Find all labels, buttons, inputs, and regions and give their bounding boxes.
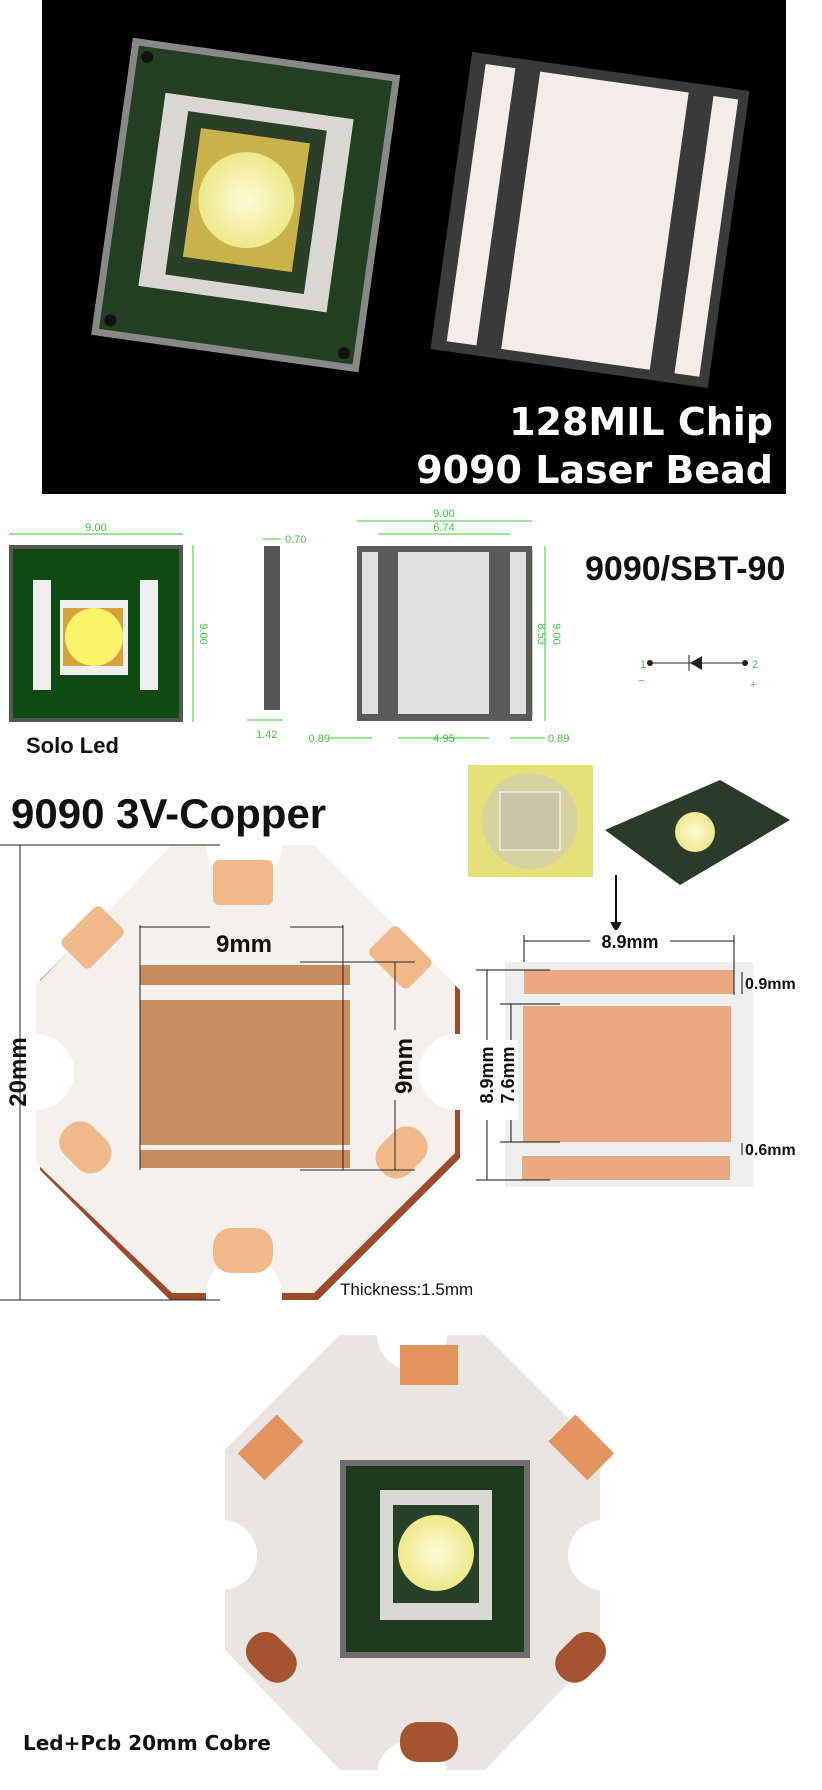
dim-back-width: 9.00 bbox=[433, 508, 454, 520]
led-photo-back bbox=[430, 51, 750, 389]
dim-back-center: 4.95 bbox=[433, 733, 454, 745]
dim-back-left: 0.89 bbox=[309, 733, 330, 745]
copper-height-label: 9mm bbox=[391, 1038, 418, 1094]
led-photo-front bbox=[91, 37, 401, 373]
dim-side-base: 1.42 bbox=[256, 729, 277, 741]
dim-back-inner: 6.74 bbox=[433, 522, 454, 534]
hero-line2: 9090 Laser Bead bbox=[416, 448, 773, 492]
dim-back-height: 9.00 bbox=[550, 623, 562, 644]
bottom-caption: Led+Pcb 20mm Cobre bbox=[23, 1731, 271, 1755]
model-label: 9090/SBT-90 bbox=[585, 550, 785, 588]
dim-front-height: 9.00 bbox=[197, 623, 209, 644]
led-on-pcb-photo bbox=[187, 1300, 638, 1790]
technical-drawing bbox=[9, 520, 748, 739]
pin2-label: 2 bbox=[752, 659, 758, 671]
hero-line1: 128MIL Chip bbox=[509, 400, 773, 444]
pad-height-label: 8.9mm bbox=[477, 1046, 497, 1103]
front-view-label: Solo Led bbox=[26, 733, 119, 758]
pin1-sign: − bbox=[638, 675, 644, 687]
hero-panel: 128MIL Chip 9090 Laser Bead bbox=[42, 0, 786, 494]
top-pad-label: 0.9mm bbox=[745, 976, 796, 993]
dim-back-right: 0.89 bbox=[548, 733, 569, 745]
copper-star-pcb: 9mm 9mm 20mm Thickness:1.5mm bbox=[0, 807, 495, 1333]
pad-layout-diagram: 8.9mm 0.9mm 0.6mm 8.9mm 7.6mm bbox=[476, 930, 796, 1187]
center-pad-label: 7.6mm bbox=[498, 1046, 518, 1103]
thickness-label: Thickness:1.5mm bbox=[340, 1280, 473, 1299]
pin1-label: 1 bbox=[640, 659, 646, 671]
pin2-sign: + bbox=[750, 679, 756, 691]
dim-back-height-inner: 8.53 bbox=[535, 623, 547, 644]
dim-side-thickness: 0.70 bbox=[285, 534, 306, 546]
pad-width-label: 8.9mm bbox=[601, 932, 658, 952]
copper-overall-label: 20mm bbox=[5, 1037, 32, 1106]
copper-title: 9090 3V-Copper bbox=[11, 790, 326, 837]
gap-label: 0.6mm bbox=[745, 1142, 796, 1159]
inset-photos bbox=[468, 765, 790, 932]
copper-width-label: 9mm bbox=[216, 931, 272, 958]
dim-front-width: 9.00 bbox=[85, 522, 106, 534]
